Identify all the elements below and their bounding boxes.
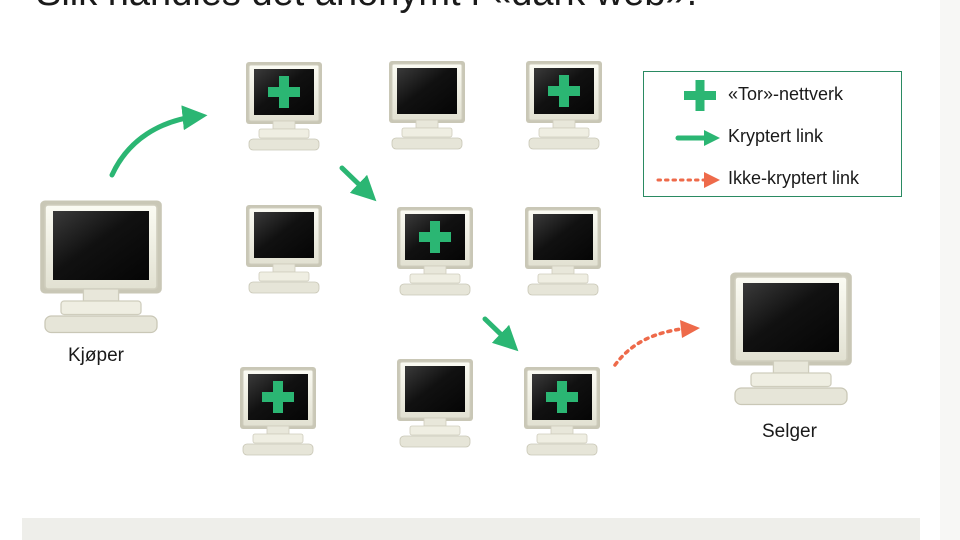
node-computer — [396, 358, 474, 448]
node-computer — [388, 60, 466, 150]
bottom-bar — [22, 518, 920, 540]
unencrypted-link-arrow — [613, 326, 690, 367]
node-computer — [245, 204, 323, 294]
legend: «Tor»-nettverk Kryptert link Ikke-krypte… — [643, 71, 902, 197]
legend-unencrypted-label: Ikke-kryptert link — [728, 168, 860, 188]
encrypted-link-arrow — [482, 316, 519, 352]
page-title: Slik handles det anonymt i «dark web». — [36, 0, 697, 15]
legend-row-unencrypted: Ikke-kryptert link — [644, 164, 901, 194]
seller-computer — [729, 271, 853, 406]
encrypted-link-arrow — [339, 165, 377, 202]
dotted-arrow-icon — [656, 172, 720, 188]
seller-label: Selger — [762, 421, 817, 442]
unencrypted-arrowhead — [680, 320, 700, 338]
legend-encrypted-label: Kryptert link — [728, 126, 824, 146]
legend-tor-label: «Tor»-nettverk — [728, 84, 844, 104]
legend-row-tor: «Tor»-nettverk — [644, 80, 901, 111]
arrow-icon — [675, 130, 720, 146]
tor-node-computer — [245, 61, 323, 151]
node-computer — [524, 206, 602, 296]
plus-icon — [684, 80, 716, 111]
side-strip — [940, 0, 960, 540]
tor-node-computer — [523, 366, 601, 456]
tor-node-computer — [396, 206, 474, 296]
legend-row-encrypted: Kryptert link — [644, 122, 901, 152]
buyer-computer — [39, 199, 163, 334]
encrypted-link-arrow — [109, 105, 208, 178]
tor-node-computer — [239, 366, 317, 456]
buyer-label: Kjøper — [68, 345, 124, 366]
tor-node-computer — [525, 60, 603, 150]
